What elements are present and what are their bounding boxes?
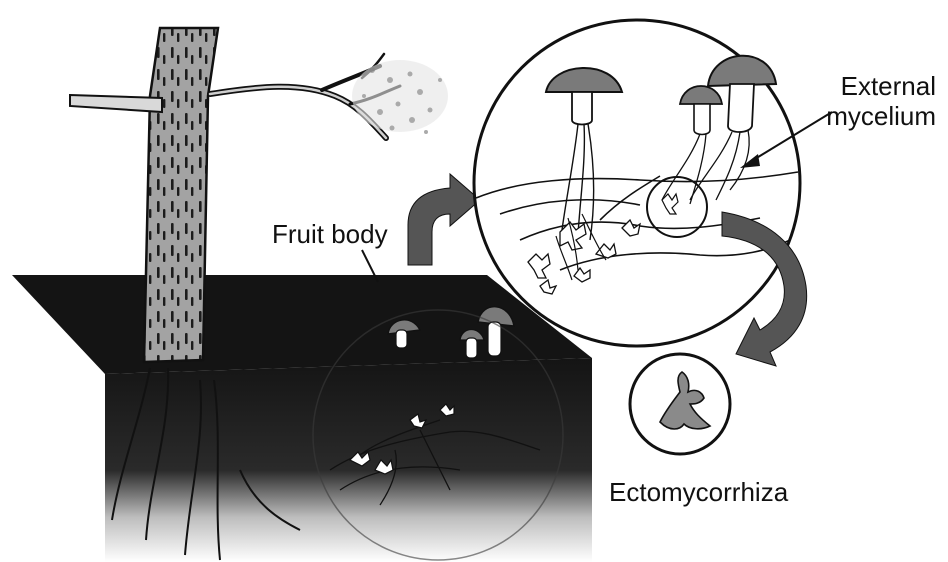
curved-arrow-icon bbox=[408, 174, 480, 265]
external-mycelium-label-line2: mycelium bbox=[826, 102, 936, 132]
root-tip-icon bbox=[630, 354, 730, 454]
ectomycorrhiza-label: Ectomycorrhiza bbox=[609, 478, 788, 508]
external-mycelium-label: External mycelium bbox=[826, 72, 936, 132]
fruit-body-label: Fruit body bbox=[272, 220, 388, 250]
foliage bbox=[352, 60, 448, 134]
magnified-circle bbox=[474, 20, 800, 346]
external-mycelium-label-line1: External bbox=[826, 72, 936, 102]
